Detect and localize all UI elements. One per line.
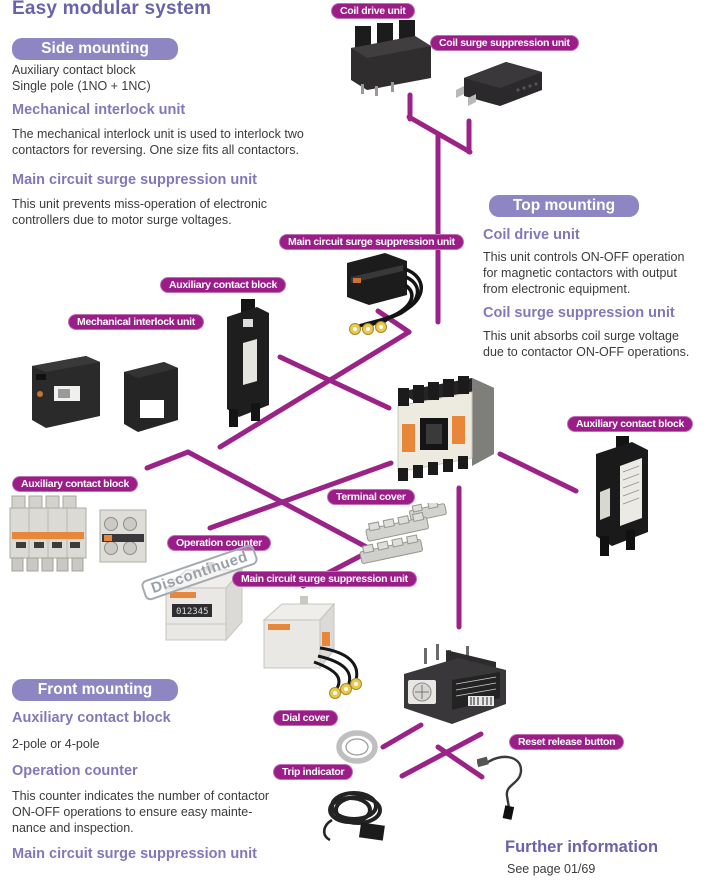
aux-contact-block-front-photo (8, 492, 148, 582)
operation-counter-photo: 012345 (156, 556, 248, 653)
callout-reset-release-button: Reset release button (509, 734, 625, 750)
dial-cover-photo (333, 727, 381, 772)
mechanical-interlock-unit-photo (28, 342, 203, 442)
callout-coil-surge-suppression-unit: Coil surge suppression unit (430, 35, 579, 51)
main-surge-suppression-top-photo (343, 247, 435, 342)
callout-operation-counter: Operation counter (167, 535, 271, 551)
banner-top-mounting: Top mounting (489, 195, 639, 217)
body-coil-drive: This unit controls ON-OFF operation for … (483, 250, 685, 296)
callout-main-surge-top: Main circuit surge suppression unit (279, 234, 464, 250)
trip-indicator-photo (320, 786, 398, 851)
banner-side-mounting: Side mounting (12, 38, 178, 60)
callout-aux-block-side: Auxiliary contact block (160, 277, 287, 293)
callout-terminal-cover: Terminal cover (327, 489, 415, 505)
body-mechanical-interlock: The mechanical interlock unit is used to… (12, 127, 304, 157)
side-mounting-intro: Auxiliary contact block Single pole (1NO… (12, 63, 151, 93)
magnetic-contactor-photo (382, 362, 502, 489)
body-coil-surge: This unit absorbs coil surge voltage due… (483, 329, 690, 359)
callout-aux-block-left: Auxiliary contact block (12, 476, 139, 492)
heading-coil-surge: Coil surge suppression unit (483, 305, 675, 321)
body-further-information: See page 01/69 (507, 862, 596, 876)
heading-main-surge-side: Main circuit surge suppression unit (12, 172, 257, 188)
aux-contact-block-side-photo (213, 297, 277, 438)
heading-mechanical-interlock: Mechanical interlock unit (12, 102, 186, 118)
svg-text:012345: 012345 (176, 607, 209, 617)
page-title: Easy modular system (12, 0, 212, 19)
callout-dial-cover: Dial cover (273, 710, 339, 726)
coil-drive-unit-photo (347, 20, 435, 103)
callout-mechanical-interlock-unit: Mechanical interlock unit (68, 314, 204, 330)
banner-front-mounting: Front mounting (12, 679, 178, 701)
heading-aux-front: Auxiliary contact block (12, 710, 171, 726)
main-surge-suppression-front-photo (256, 592, 391, 707)
reset-release-button-photo (476, 750, 537, 827)
callout-trip-indicator: Trip indicator (273, 764, 354, 780)
callout-main-surge-front: Main circuit surge suppression unit (232, 571, 417, 587)
body-operation-counter: This counter indicates the number of con… (12, 789, 270, 835)
heading-main-surge-front: Main circuit surge suppression unit (12, 846, 257, 862)
heading-further-information: Further information (505, 838, 659, 856)
thermal-overload-relay-photo (396, 640, 514, 737)
coil-surge-suppression-unit-photo (448, 56, 548, 113)
callout-coil-drive-unit: Coil drive unit (331, 3, 415, 19)
callout-aux-block-right: Auxiliary contact block (567, 416, 694, 432)
body-main-surge-side: This unit prevents miss-operation of ele… (12, 197, 267, 227)
heading-operation-counter: Operation counter (12, 763, 138, 779)
terminal-cover-photo (358, 500, 453, 573)
heading-coil-drive: Coil drive unit (483, 227, 580, 243)
aux-contact-block-right-photo (580, 432, 662, 569)
body-aux-front: 2-pole or 4-pole (12, 737, 100, 751)
